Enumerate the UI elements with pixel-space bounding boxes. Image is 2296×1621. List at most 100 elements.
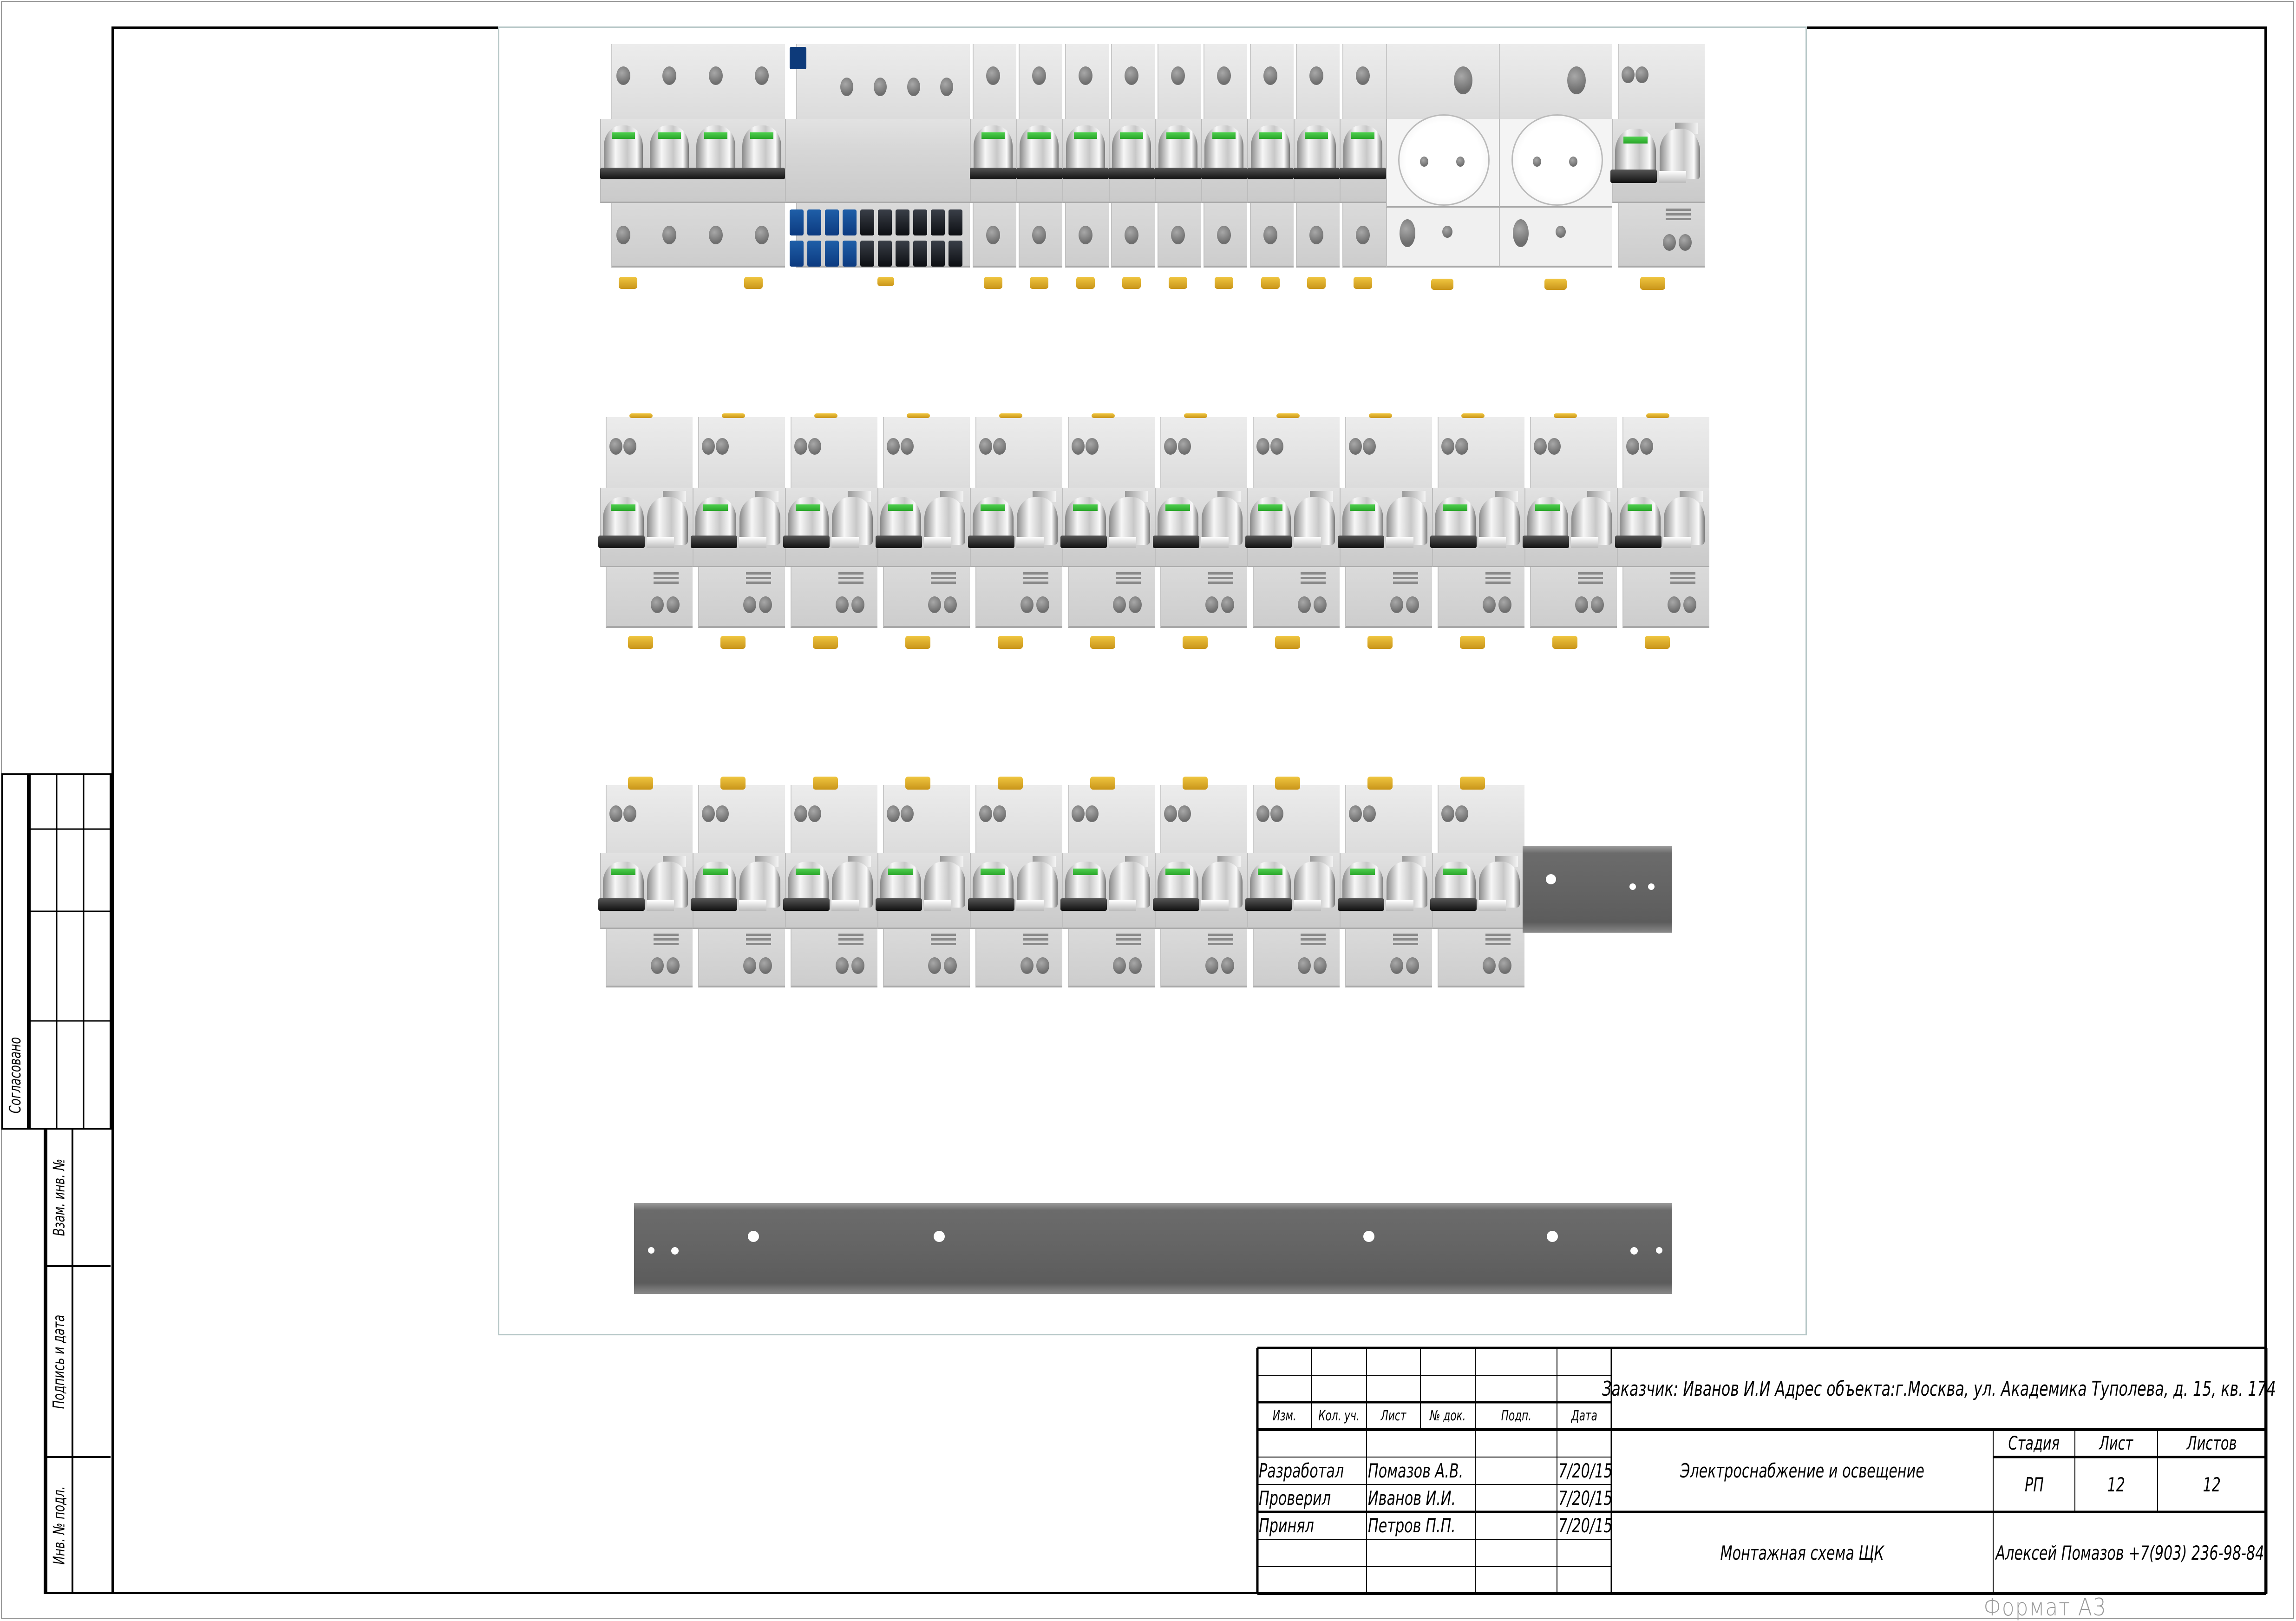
module-rcbo	[1338, 417, 1432, 652]
vent-line	[654, 576, 679, 579]
terminal-screw	[851, 596, 865, 614]
terminal-screw	[1217, 66, 1231, 85]
module-bottom	[1067, 567, 1155, 628]
terminal-screw	[616, 226, 630, 245]
din-clip	[1552, 636, 1577, 649]
terminal-screw	[1621, 66, 1635, 84]
vent-line	[1023, 938, 1049, 941]
module-rcbo	[1523, 417, 1617, 652]
module-bottom	[605, 929, 693, 988]
rail-hole	[1656, 1247, 1662, 1254]
toggle-lever	[1109, 862, 1151, 908]
terminal-screw	[1575, 596, 1589, 614]
vent-line	[1393, 934, 1419, 936]
on-indicator	[1443, 504, 1467, 511]
socket-outlet-icon	[1511, 114, 1603, 206]
handle-bar	[1016, 536, 1044, 548]
toggle-lever	[1479, 497, 1520, 545]
din-clip	[1307, 277, 1326, 289]
din-clip	[905, 777, 930, 790]
terminal-screw	[836, 957, 849, 974]
handle-bar	[1293, 900, 1321, 911]
vent-line	[654, 943, 679, 946]
on-indicator	[981, 132, 1005, 139]
vent-line	[1301, 572, 1326, 575]
handle-bar	[1060, 535, 1107, 548]
vent-line	[1301, 938, 1326, 941]
vent-line	[1023, 943, 1049, 946]
handle-bar	[831, 900, 859, 911]
handle-bar	[923, 536, 952, 548]
din-clip	[999, 413, 1022, 418]
rail-hole	[671, 1247, 679, 1255]
din-clip	[905, 636, 930, 649]
terminal-screw	[1663, 234, 1676, 251]
on-indicator	[888, 504, 913, 511]
on-indicator	[1027, 132, 1051, 139]
module-bottom	[1345, 567, 1432, 628]
terminal-screw	[808, 805, 821, 822]
handle-bar	[739, 536, 767, 548]
terminal-screw	[886, 805, 900, 822]
project-title: Электроснабжение и освещение	[1680, 1459, 1924, 1482]
terminal-screw	[1164, 438, 1177, 455]
handle-bar	[691, 535, 737, 548]
rail-hole	[934, 1231, 945, 1242]
din-rail-stub	[1523, 846, 1672, 933]
toggle-lever	[1659, 129, 1701, 180]
module-bottom	[1252, 929, 1340, 988]
toggle-lever	[1294, 497, 1335, 545]
vent-line	[746, 938, 772, 941]
vent-line	[931, 938, 956, 941]
terminal-screw	[1626, 438, 1639, 455]
terminal-screw	[928, 957, 942, 974]
din-clip	[812, 777, 838, 790]
vent-line	[1023, 576, 1049, 579]
vent-line	[1485, 943, 1511, 946]
module-breaker-1p	[1155, 44, 1201, 293]
module-din-socket	[1499, 44, 1613, 293]
terminal-screw	[616, 66, 630, 85]
vent-line	[1023, 572, 1049, 575]
terminal-screw	[651, 596, 664, 614]
handle-bar	[1245, 535, 1292, 548]
signer-role: Разработал	[1259, 1459, 1344, 1482]
module-bottom	[1437, 929, 1524, 988]
terminal-clamp	[896, 209, 909, 235]
vent-line	[1393, 576, 1419, 579]
vent-line	[931, 934, 956, 936]
toggle-lever	[1571, 497, 1613, 545]
terminal-screw	[1263, 66, 1277, 85]
din-clip	[907, 413, 930, 418]
terminal-screw	[1355, 226, 1370, 245]
terminal-screw	[986, 66, 1000, 85]
din-clip	[1353, 277, 1372, 289]
on-indicator	[611, 504, 635, 511]
vent-line	[1393, 572, 1419, 575]
toggle-lever	[1202, 862, 1243, 908]
rail-hole	[1648, 883, 1655, 890]
module-rcbo	[1153, 417, 1247, 652]
terminal-screw	[1309, 66, 1324, 85]
signer-name: Петров П.П.	[1368, 1514, 1456, 1537]
terminal-screw	[651, 957, 664, 974]
terminal-screw	[1129, 596, 1142, 614]
on-indicator	[1073, 504, 1098, 511]
din-clip	[720, 777, 746, 790]
vent-line	[1208, 572, 1234, 575]
author-contact: Алексей Помазов +7(903) 236-98-84	[1995, 1541, 2264, 1564]
vent-line	[1208, 581, 1234, 584]
module-rcbo	[1610, 44, 1705, 293]
handle-bar	[968, 535, 1014, 548]
module-bottom	[975, 567, 1062, 628]
terminal-screw	[1483, 596, 1496, 614]
vent-line	[1393, 938, 1419, 941]
terminal-screw	[1171, 226, 1185, 245]
sheet-label: Лист	[2099, 1432, 2133, 1454]
handle-bar	[1247, 168, 1294, 180]
module-rcbo	[876, 777, 970, 1010]
terminal-clamp	[860, 209, 874, 235]
vent-line	[1208, 943, 1234, 946]
on-indicator	[1120, 132, 1144, 139]
handle-bar	[1155, 168, 1201, 180]
